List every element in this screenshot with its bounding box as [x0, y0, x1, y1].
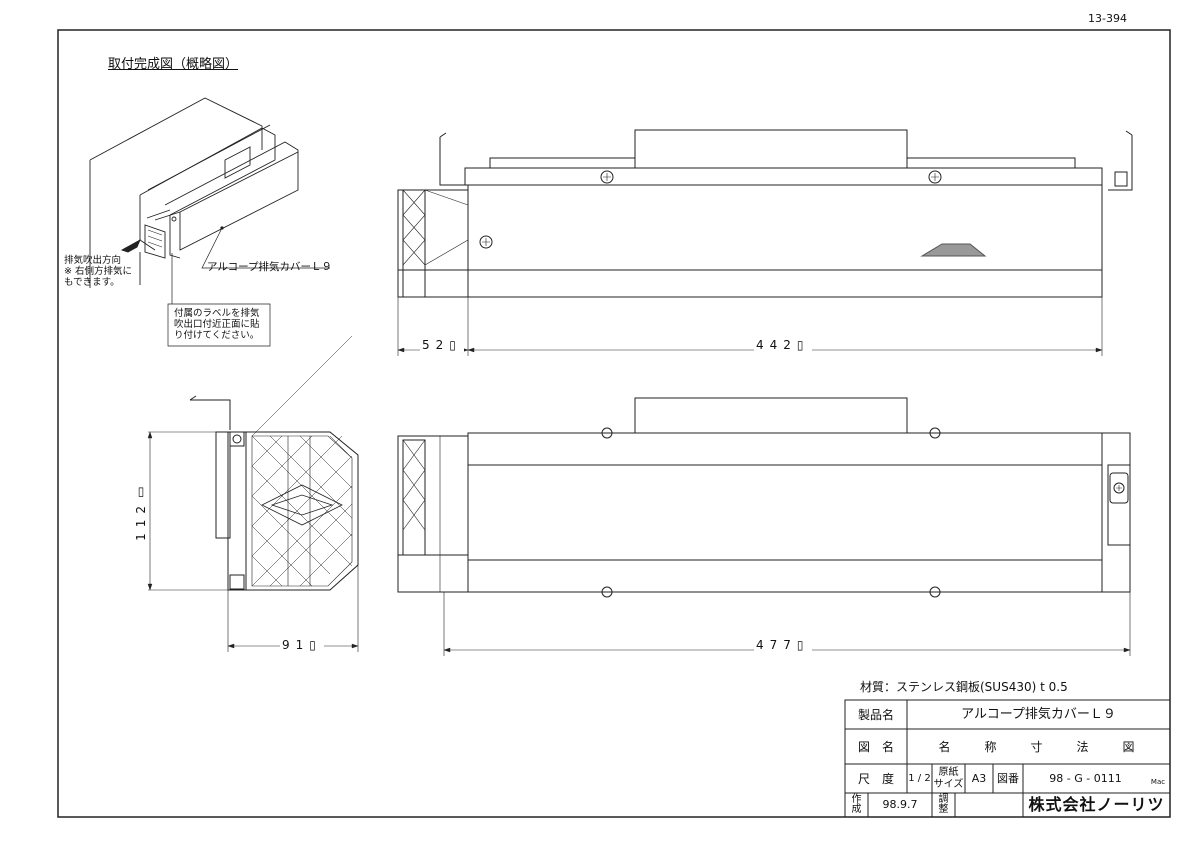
side-view [147, 335, 359, 652]
drawing-no-suffix: Mac [1150, 778, 1166, 786]
company-name: 株式会社ノーリツ [1028, 795, 1165, 814]
paper-size-label: 原紙 サイズ [933, 766, 964, 790]
scale-value: 1 / 2 [908, 772, 931, 784]
isometric-sketch [89, 97, 330, 347]
title-block-grid [844, 699, 1171, 818]
dim-91: 91▯ [280, 638, 324, 652]
scale-label: 尺 度 [857, 771, 894, 786]
adjusted-label: 調 整 [938, 794, 949, 815]
product-name-label: 製品名 [857, 707, 894, 722]
material-spec: 材質：ステンレス鋼板(SUS430) t 0.5 [860, 680, 1068, 694]
paper-size-value: A3 [971, 771, 987, 785]
label-attach-note: 付属のラベルを排気 吹出口付近正面に貼 り付けてください。 [174, 308, 260, 341]
created-value: 98.9.7 [882, 798, 918, 811]
created-label: 作 成 [851, 794, 862, 815]
exhaust-direction-note: 排気吹出方向 ※ 右側方排気に もできます。 [64, 255, 132, 288]
drawing-frame [57, 29, 1171, 818]
bottom-view [397, 397, 1131, 656]
drawing-name-value: 名称寸法図 [938, 739, 1169, 754]
drawing-no-label: 図番 [997, 771, 1019, 785]
drawing-no-value: 98 - G - 0111 [1049, 771, 1122, 785]
drawing-name-label: 図 名 [857, 739, 894, 754]
dim-442: 442▯ [754, 338, 812, 352]
drawing-number: 13-394 [1088, 12, 1127, 25]
dim-52: 52▯ [420, 338, 464, 352]
top-view [397, 129, 1133, 356]
dim-112: 112▯ [134, 478, 148, 543]
dim-477: 477▯ [754, 638, 812, 652]
installation-title: 取付完成図（概略図） [108, 57, 239, 72]
product-callout: アルコープ排気カバーＬ９ [207, 261, 333, 273]
product-name-value: アルコープ排気カバーＬ９ [961, 706, 1116, 722]
